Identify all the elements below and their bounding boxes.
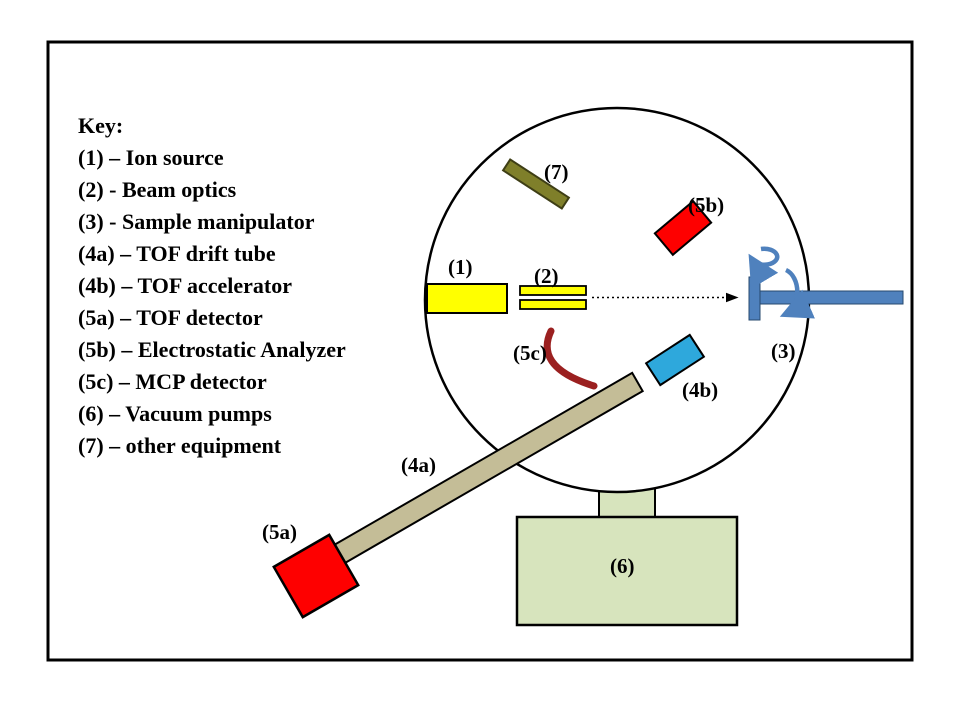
manipulator-arm [759,290,904,305]
label-tof-detector: (5a) [262,520,297,544]
key-item-electrostatic-analyzer: (5b) – Electrostatic Analyzer [78,337,346,362]
key-item-tof-detector: (5a) – TOF detector [78,305,263,330]
label-other-equipment: (7) [544,160,569,184]
label-sample-manipulator: (3) [771,339,796,363]
tof-accelerator [644,333,706,387]
key-item-beam-optics: (2) - Beam optics [78,177,237,202]
key-item-vacuum-pumps: (6) – Vacuum pumps [78,401,272,426]
key-item-tof-drift-tube: (4a) – TOF drift tube [78,241,276,266]
other-equipment-bar [501,158,571,210]
label-electrostatic-analyzer: (5b) [688,193,725,217]
manipulator-head [748,276,761,321]
figure-border [46,40,914,662]
key-item-other-equipment: (7) – other equipment [78,433,282,458]
label-tof-drift-tube: (4a) [401,453,436,477]
key-title: Key: [78,113,124,138]
label-beam-optics: (2) [534,264,559,288]
rotation-arrow-top [748,246,780,289]
key-item-sample-manipulator: (3) - Sample manipulator [78,209,315,234]
key-legend: Key: (1) – Ion source (2) - Beam optics … [78,110,346,462]
key-item-tof-accelerator: (4b) – TOF accelerator [78,273,293,298]
electrostatic-analyzer [653,199,713,257]
rotation-arrow-side [779,267,815,319]
key-item-mcp-detector: (5c) – MCP detector [78,369,267,394]
beam-optics-bar-top [519,285,587,296]
label-vacuum-pumps: (6) [610,554,635,578]
ion-source [426,283,508,314]
label-ion-source: (1) [448,255,473,279]
label-mcp-detector: (5c) [513,341,547,365]
label-tof-accelerator: (4b) [682,378,719,402]
vacuum-pump-box [515,515,739,627]
mcp-detector-arc [543,327,598,390]
beam-optics-bar-bottom [519,299,587,310]
tof-detector [272,533,360,619]
key-item-ion-source: (1) – Ion source [78,145,224,170]
